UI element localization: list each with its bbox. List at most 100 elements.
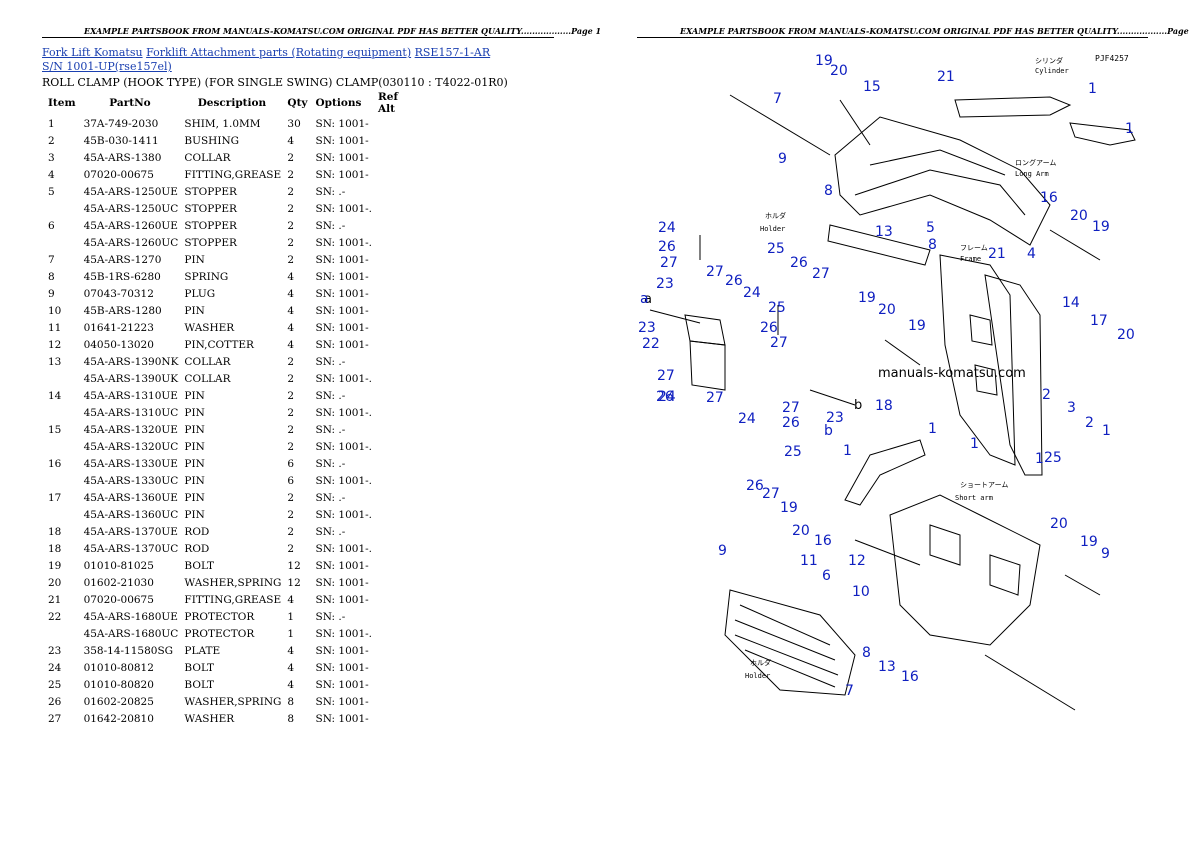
cell-item: 18 bbox=[48, 525, 62, 538]
leader-line-b bbox=[809, 389, 856, 406]
cell-options: SN: .- bbox=[315, 355, 346, 368]
cell-item: 12 bbox=[48, 338, 62, 351]
cell-description: WASHER,SPRING bbox=[184, 695, 282, 708]
cell-description: WASHER bbox=[184, 321, 235, 334]
callout-25: 25 bbox=[768, 300, 786, 316]
cell-partno: 45A-ARS-1270 bbox=[83, 253, 162, 266]
callout-25: 25 bbox=[1044, 450, 1062, 466]
cell-options: SN: 1001-. bbox=[315, 440, 373, 453]
cell-item: 1 bbox=[48, 117, 55, 130]
cell-partno: 45A-ARS-1680UC bbox=[83, 627, 179, 640]
callout-1: 1 bbox=[970, 436, 979, 452]
cell-item: 16 bbox=[48, 457, 62, 470]
callout-14: 14 bbox=[1062, 295, 1080, 311]
cell-options: SN: 1001-. bbox=[315, 406, 373, 419]
page2-header: EXAMPLE PARTSBOOK FROM MANUALS-KOMATSU.C… bbox=[680, 26, 1190, 36]
cell-options: SN: 1001- bbox=[315, 287, 369, 300]
callout-24: 24 bbox=[658, 389, 676, 405]
breadcrumb-link-attachment[interactable]: Forklift Attachment parts (Rotating equi… bbox=[146, 46, 412, 59]
cell-ref-alt bbox=[374, 353, 422, 370]
callout-22: 22 bbox=[642, 336, 660, 352]
callout-2: 2 bbox=[1085, 415, 1094, 431]
cell-partno: 01642-20810 bbox=[83, 712, 154, 725]
label-holder-lower-en: Holder bbox=[745, 672, 770, 680]
cell-description: WASHER,SPRING bbox=[184, 576, 282, 589]
cell-options: SN: 1001- bbox=[315, 338, 369, 351]
cell-options: SN: .- bbox=[315, 525, 346, 538]
cell-qty: 2 bbox=[287, 168, 295, 181]
cell-description: COLLAR bbox=[184, 372, 231, 385]
cell-options: SN: .- bbox=[315, 423, 346, 436]
cell-qty: 4 bbox=[287, 321, 295, 334]
cell-options: SN: 1001- bbox=[315, 712, 369, 725]
pin-16-right bbox=[1064, 574, 1101, 596]
cell-ref-alt bbox=[374, 455, 422, 472]
diagram-linework bbox=[649, 94, 1136, 711]
cell-options: SN: 1001- bbox=[315, 270, 369, 283]
col-item: Item bbox=[48, 97, 76, 109]
cell-ref-alt bbox=[374, 608, 422, 625]
cell-options: SN: 1001-. bbox=[315, 474, 373, 487]
upper-long-arm-outline bbox=[834, 116, 1051, 246]
cell-partno: 45A-ARS-1390UK bbox=[83, 372, 179, 385]
callout-26: 26 bbox=[656, 389, 674, 405]
cell-description: STOPPER bbox=[184, 202, 237, 215]
cell-item bbox=[44, 472, 80, 489]
cell-ref-alt bbox=[374, 251, 422, 268]
cell-partno: 01010-81025 bbox=[83, 559, 154, 572]
callout-8: 8 bbox=[928, 237, 937, 253]
callout-12: 12 bbox=[848, 553, 866, 569]
cell-ref-alt bbox=[374, 115, 422, 132]
cell-item bbox=[44, 234, 80, 251]
guide-rod-7-top bbox=[729, 94, 831, 156]
cell-item: 4 bbox=[48, 168, 55, 181]
cell-partno: 45A-ARS-1320UE bbox=[83, 423, 178, 436]
breadcrumb-link-forklift[interactable]: Fork Lift Komatsu bbox=[42, 46, 143, 59]
cell-options: SN: 1001- bbox=[315, 168, 369, 181]
cell-partno: 45B-ARS-1280 bbox=[83, 304, 162, 317]
cell-partno: 01010-80812 bbox=[83, 661, 154, 674]
cell-ref-alt bbox=[374, 268, 422, 285]
cell-item: 9 bbox=[48, 287, 55, 300]
cell-qty: 2 bbox=[287, 253, 295, 266]
callout-3: 3 bbox=[1067, 400, 1076, 416]
lower-short-arm-window-2 bbox=[989, 554, 1021, 596]
callout-1: 1 bbox=[1088, 81, 1097, 97]
cell-options: SN: .- bbox=[315, 219, 346, 232]
cell-item: 25 bbox=[48, 678, 62, 691]
cell-options: SN: 1001- bbox=[315, 151, 369, 164]
cell-item: 18 bbox=[48, 542, 62, 555]
cell-qty: 2 bbox=[287, 372, 295, 385]
cell-partno: 45A-ARS-1320UC bbox=[83, 440, 179, 453]
cylinder bbox=[954, 96, 1072, 118]
cell-qty: 4 bbox=[287, 661, 295, 674]
cell-partno: 45A-ARS-1370UC bbox=[83, 542, 179, 555]
cell-item bbox=[44, 438, 80, 455]
breadcrumb-link-model[interactable]: RSE157-1-AR S/N 1001-UP(rse157el) bbox=[42, 46, 491, 73]
cell-item: 27 bbox=[48, 712, 62, 725]
cell-ref-alt bbox=[374, 285, 422, 302]
callout-13: 13 bbox=[875, 224, 893, 240]
callout-27: 27 bbox=[770, 335, 788, 351]
callout-26: 26 bbox=[658, 239, 676, 255]
cell-item: 17 bbox=[48, 491, 62, 504]
cell-description: PIN bbox=[184, 253, 205, 266]
cell-partno: 45A-ARS-1390NK bbox=[83, 355, 179, 368]
cell-qty: 2 bbox=[287, 542, 295, 555]
callout-1: 1 bbox=[843, 443, 852, 459]
breadcrumb: Fork Lift Komatsu Forklift Attachment pa… bbox=[42, 46, 512, 74]
pin-16-lower bbox=[854, 539, 921, 566]
cell-partno: 45A-ARS-1310UC bbox=[83, 406, 179, 419]
